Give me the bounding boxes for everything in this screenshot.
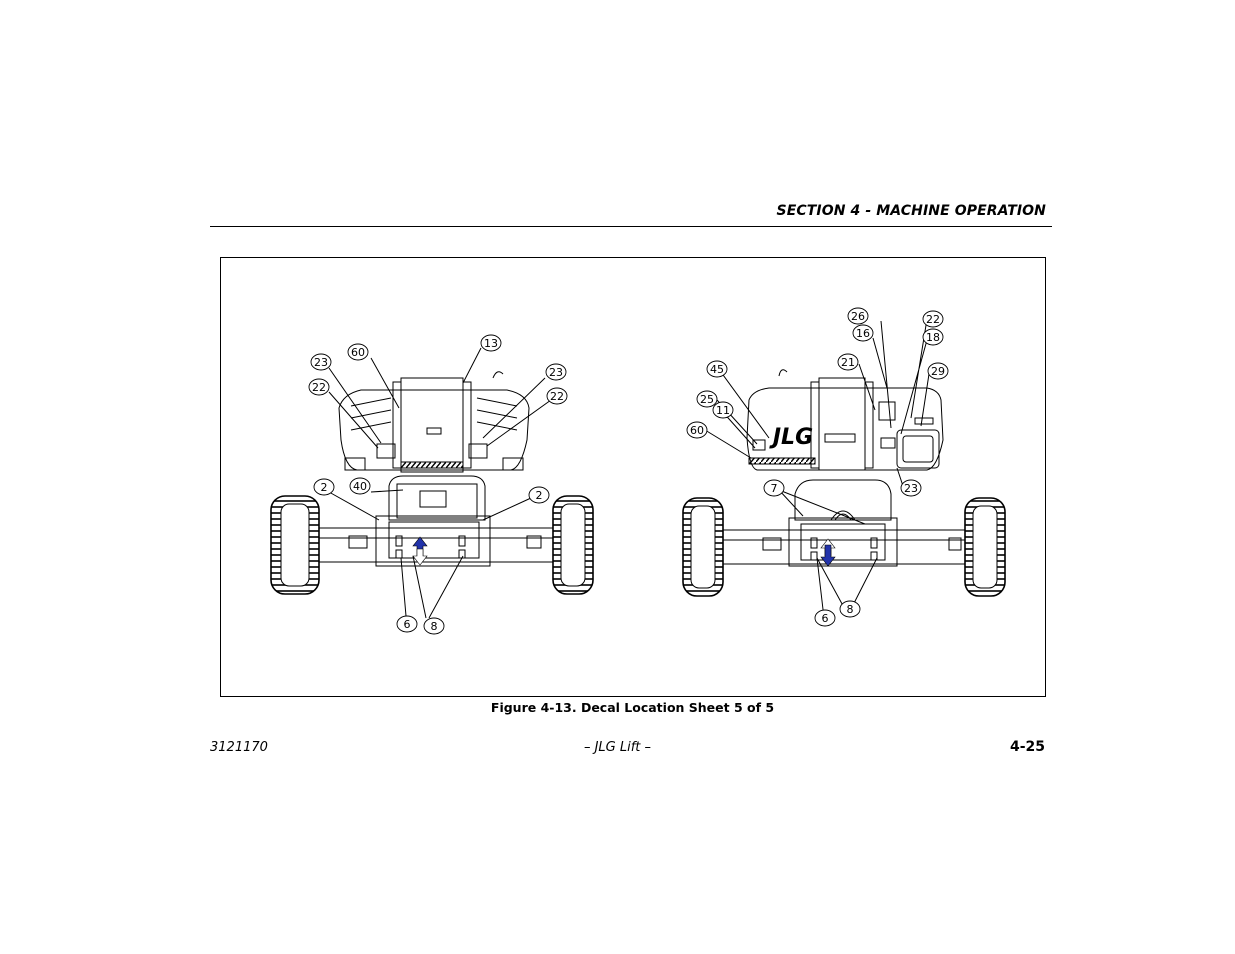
right-view-chassis bbox=[788, 517, 898, 567]
left-view-chassis bbox=[375, 515, 491, 567]
callout-bubble bbox=[837, 353, 859, 371]
callout-label: 21 bbox=[841, 356, 855, 369]
callout-label: 26 bbox=[851, 310, 865, 323]
callout-label: 2 bbox=[536, 489, 543, 502]
callout-label: 23 bbox=[314, 356, 328, 369]
callout-label: 13 bbox=[484, 337, 498, 350]
callout-label: 22 bbox=[550, 390, 564, 403]
callout-label: 25 bbox=[700, 393, 714, 406]
right-view-boom bbox=[818, 377, 866, 471]
callout-label: 29 bbox=[931, 365, 945, 378]
left-view-axle bbox=[318, 527, 554, 563]
callout-label: 18 bbox=[926, 331, 940, 344]
callout-bubble bbox=[814, 609, 836, 627]
callout-bubble bbox=[480, 334, 502, 352]
callout-bubble bbox=[396, 615, 418, 633]
callout-label: 11 bbox=[716, 404, 730, 417]
callout-label: 2 bbox=[321, 481, 328, 494]
callout-bubble bbox=[347, 343, 369, 361]
callout-label: 45 bbox=[710, 363, 724, 376]
jlg-logo: JLG bbox=[769, 425, 813, 450]
footer-center-text: – JLG Lift – bbox=[583, 740, 652, 755]
right-view-down-arrow bbox=[820, 538, 836, 567]
callout-bubble bbox=[313, 478, 335, 496]
callout-label: 60 bbox=[690, 424, 704, 437]
callout-label: 23 bbox=[549, 366, 563, 379]
callout-bubble bbox=[922, 310, 944, 328]
callout-label: 8 bbox=[847, 603, 854, 616]
page-number: 4-25 bbox=[1009, 739, 1045, 755]
callout-bubble bbox=[900, 479, 922, 497]
callout-bubble bbox=[706, 360, 728, 378]
callout-label: 6 bbox=[822, 612, 829, 625]
callout-bubble bbox=[927, 362, 949, 380]
callout-bubble bbox=[712, 401, 734, 419]
callout-label: 23 bbox=[904, 482, 918, 495]
left-view-callouts bbox=[308, 334, 568, 635]
left-view-base bbox=[388, 475, 486, 521]
callout-bubble bbox=[763, 479, 785, 497]
right-view-axle bbox=[722, 529, 966, 565]
figure-caption: Figure 4-13. Decal Location Sheet 5 of 5 bbox=[490, 700, 775, 715]
callout-bubble bbox=[308, 378, 330, 396]
callout-bubble bbox=[847, 307, 869, 325]
left-view-boom bbox=[400, 377, 464, 473]
left-view-decal-22b bbox=[468, 443, 488, 459]
right-view-decal-29 bbox=[896, 429, 940, 469]
callout-bubble bbox=[545, 363, 567, 381]
callout-label: 60 bbox=[351, 346, 365, 359]
callout-label: 6 bbox=[404, 618, 411, 631]
callout-bubble bbox=[310, 353, 332, 371]
callout-bubble bbox=[852, 324, 874, 342]
callout-label: 22 bbox=[312, 381, 326, 394]
callout-bubble bbox=[546, 387, 568, 405]
callout-bubble bbox=[696, 390, 718, 408]
right-view-callouts bbox=[686, 307, 949, 627]
left-machine-view bbox=[270, 347, 594, 619]
left-view-wheel-left bbox=[270, 495, 320, 595]
right-view-wheel-left bbox=[682, 497, 724, 597]
right-view-base bbox=[794, 479, 892, 521]
callout-bubble bbox=[922, 328, 944, 346]
callout-label: 8 bbox=[431, 620, 438, 633]
callout-bubble bbox=[528, 486, 550, 504]
doc-number: 3121170 bbox=[210, 740, 268, 755]
left-view-wheel-right bbox=[552, 495, 594, 595]
right-machine-view bbox=[682, 318, 1006, 619]
callout-label: 16 bbox=[856, 327, 870, 340]
section-title: SECTION 4 - MACHINE OPERATION bbox=[776, 203, 1046, 219]
left-view-up-arrow bbox=[412, 536, 428, 566]
decal-location-drawing: 23 60 13 23 22 22 2 40 2 6 8 bbox=[270, 307, 1006, 635]
header-rule bbox=[210, 226, 1052, 227]
left-view-decal-40 bbox=[419, 490, 447, 508]
callout-label: 22 bbox=[926, 313, 940, 326]
callout-label: 7 bbox=[771, 482, 778, 495]
left-view-decal-22a bbox=[376, 443, 396, 459]
right-view-turret bbox=[746, 387, 944, 471]
callout-label: 40 bbox=[353, 480, 367, 493]
right-view-decal-11 bbox=[752, 439, 766, 451]
figure-frame: 23 60 13 23 22 22 2 40 2 6 8 bbox=[220, 257, 1046, 697]
left-view-turret bbox=[338, 389, 530, 471]
callout-bubble bbox=[686, 421, 708, 439]
callout-bubble bbox=[839, 600, 861, 618]
callout-bubble bbox=[423, 617, 445, 635]
callout-bubble bbox=[349, 477, 371, 495]
right-view-wheel-right bbox=[964, 497, 1006, 597]
